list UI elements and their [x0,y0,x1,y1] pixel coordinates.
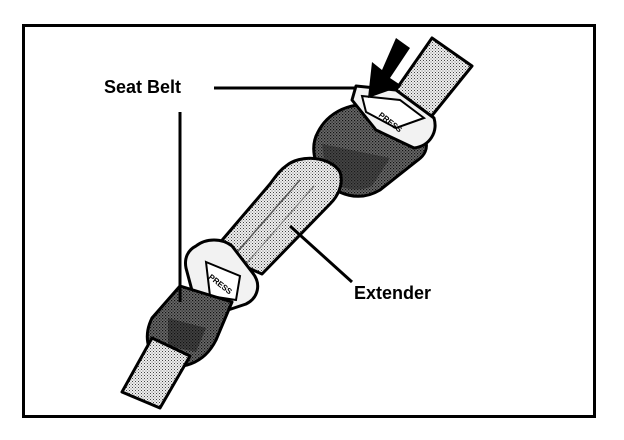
lower-belt-webbing [120,336,192,410]
down-left-arrow-icon [368,38,410,98]
extender-webbing [210,156,343,276]
upper-latch-plate: PRESS [350,84,437,150]
extender-label: Extender [354,283,432,303]
seat-belt-label: Seat Belt [104,77,182,97]
leader-lines [178,86,356,302]
extender-leader [288,224,354,284]
